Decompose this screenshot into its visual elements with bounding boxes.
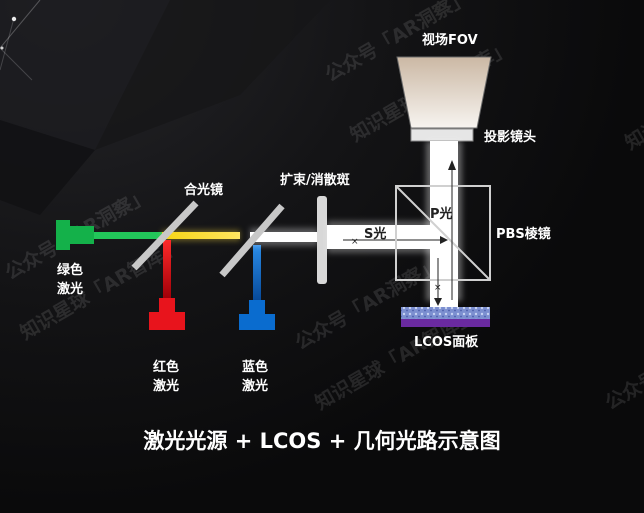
red-beam xyxy=(163,240,171,298)
pbs-diagonal xyxy=(395,185,491,281)
s-beam-glow xyxy=(327,221,445,253)
blue-beam xyxy=(253,245,261,300)
blue-laser-label-1: 蓝色 xyxy=(242,359,268,375)
green-laser-head xyxy=(68,226,94,244)
red-laser-body xyxy=(149,312,185,330)
combiner-label: 合光镜 xyxy=(184,182,223,198)
background-facets xyxy=(0,0,330,215)
yellow-beam-glow xyxy=(162,230,240,241)
blue-laser-label-2: 激光 xyxy=(242,378,268,394)
projection-lens xyxy=(410,128,474,142)
pbs-label: PBS棱镜 xyxy=(496,226,551,242)
red-laser-head xyxy=(159,298,175,312)
projection-lens-label: 投影镜头 xyxy=(484,129,536,145)
green-laser-body xyxy=(56,220,70,250)
lcos-surface xyxy=(401,307,490,319)
fov-label: 视场FOV xyxy=(422,32,478,48)
watermark-text: 公众号「AR洞察」 xyxy=(601,313,644,414)
lcos-base xyxy=(401,319,490,327)
s-arrow-head xyxy=(440,236,448,244)
p-cross-mark: × xyxy=(434,283,442,293)
p-arrow-head xyxy=(448,160,456,170)
s-light-label: S光 xyxy=(364,226,386,242)
s-cross-mark: × xyxy=(351,237,359,247)
lcos-label: LCOS面板 xyxy=(414,334,479,350)
s-down-arrow-head xyxy=(434,298,442,306)
fov-trapezoid xyxy=(396,56,492,129)
blue-laser-body xyxy=(239,314,275,330)
watermark-text: 知识星球「AR智库」 xyxy=(621,44,644,155)
dichroic-mirror xyxy=(219,203,285,278)
beam-expander xyxy=(317,196,327,284)
p-light-label: P光 xyxy=(430,206,453,222)
green-laser-label-1: 绿色 xyxy=(57,262,83,278)
pbs-prism xyxy=(395,185,491,281)
white-beam-1-glow xyxy=(250,228,318,246)
combiner-mirror xyxy=(131,200,199,271)
red-laser-label-2: 激光 xyxy=(153,378,179,394)
green-beam xyxy=(94,232,178,239)
red-laser-label-1: 红色 xyxy=(153,359,179,375)
green-laser-label-2: 激光 xyxy=(57,281,83,297)
diagram-title: 激光光源 + LCOS + 几何光路示意图 xyxy=(143,429,500,453)
blue-laser-head xyxy=(249,300,265,314)
expander-label: 扩束/消散斑 xyxy=(280,172,350,188)
